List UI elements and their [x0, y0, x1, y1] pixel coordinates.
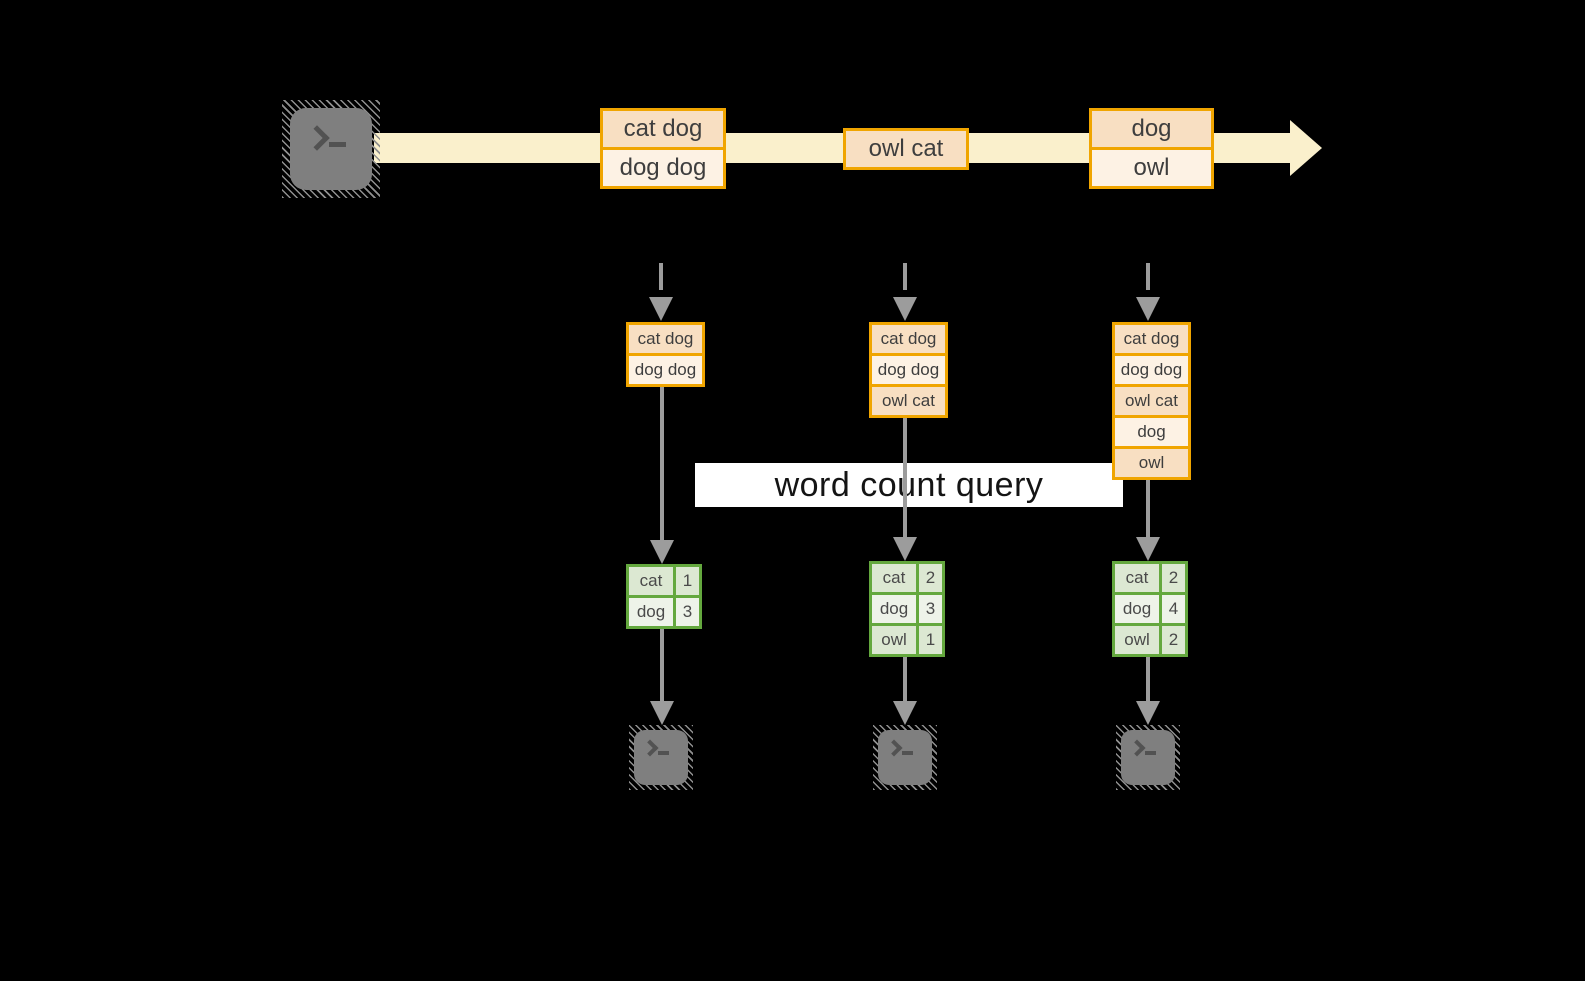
stream-window-stack: cat dog dog dog: [626, 322, 705, 387]
terminal-icon: [873, 725, 937, 790]
flow-line: [660, 629, 664, 702]
terminal-prompt-chevron-icon: [304, 125, 330, 152]
terminal-icon: [1116, 725, 1180, 790]
dashed-arrow-line: [903, 263, 907, 290]
arrow-down-icon: [893, 537, 917, 561]
count-word-cell: dog: [629, 598, 673, 626]
count-value-cell: 2: [1162, 564, 1185, 592]
stream-event-box: owl cat: [843, 128, 969, 170]
stream-event-line: owl: [1092, 147, 1211, 186]
window-line: cat dog: [629, 325, 702, 353]
stream-event-line: cat dog: [603, 111, 723, 147]
terminal-icon: [629, 725, 693, 790]
arrow-down-icon: [893, 297, 917, 321]
stream-window-stack: cat dog dog dog owl cat dog owl: [1112, 322, 1191, 480]
arrow-down-icon: [1136, 537, 1160, 561]
count-word-cell: dog: [872, 595, 916, 623]
stream-event-box: cat dog dog dog: [600, 108, 726, 189]
stream-window-stack: cat dog dog dog owl cat: [869, 322, 948, 418]
dashed-arrow-line: [659, 263, 663, 290]
terminal-prompt-chevron-icon: [641, 739, 659, 757]
arrow-down-icon: [650, 540, 674, 564]
terminal-prompt-chevron-icon: [1128, 739, 1146, 757]
count-value-cell: 2: [919, 564, 942, 592]
flow-line: [1146, 480, 1150, 537]
flow-line: [903, 418, 907, 537]
flow-line: [660, 387, 664, 540]
terminal-prompt-cursor-icon: [901, 750, 913, 755]
terminal-prompt-cursor-icon: [329, 142, 347, 148]
window-line: owl cat: [1115, 384, 1188, 415]
arrow-down-icon: [650, 701, 674, 725]
window-line: owl: [1115, 446, 1188, 477]
count-word-cell: dog: [1115, 595, 1159, 623]
terminal-prompt-cursor-icon: [657, 750, 669, 755]
count-word-cell: cat: [872, 564, 916, 592]
stream-event-box: dog owl: [1089, 108, 1214, 189]
count-value-cell: 4: [1162, 595, 1185, 623]
arrow-down-icon: [1136, 701, 1160, 725]
count-word-cell: owl: [1115, 626, 1159, 654]
dashed-arrow-line: [1146, 263, 1150, 290]
window-line: cat dog: [1115, 325, 1188, 353]
terminal-prompt-chevron-icon: [885, 739, 903, 757]
terminal-screen: [290, 108, 372, 190]
terminal-icon: [282, 100, 380, 198]
count-value-cell: 3: [676, 598, 699, 626]
arrow-down-icon: [1136, 297, 1160, 321]
count-word-cell: owl: [872, 626, 916, 654]
count-word-cell: cat: [1115, 564, 1159, 592]
stream-event-line: dog: [1092, 111, 1211, 147]
terminal-prompt-cursor-icon: [1144, 750, 1156, 755]
stream-event-line: owl cat: [846, 131, 966, 167]
window-line: cat dog: [872, 325, 945, 353]
arrow-down-icon: [649, 297, 673, 321]
query-label-banner: word count query: [695, 463, 1123, 507]
terminal-screen: [634, 730, 688, 785]
window-line: dog dog: [1115, 353, 1188, 384]
flow-line: [903, 657, 907, 702]
terminal-screen: [1121, 730, 1175, 785]
stream-event-line: dog dog: [603, 147, 723, 186]
arrow-down-icon: [893, 701, 917, 725]
stream-arrow-right-icon: [1290, 120, 1322, 176]
word-count-table: cat 2 dog 3 owl 1: [869, 561, 945, 657]
word-count-table: cat 1 dog 3: [626, 564, 702, 629]
window-line: dog: [1115, 415, 1188, 446]
window-line: dog dog: [872, 353, 945, 384]
count-value-cell: 1: [676, 567, 699, 595]
word-count-table: cat 2 dog 4 owl 2: [1112, 561, 1188, 657]
count-value-cell: 1: [919, 626, 942, 654]
window-line: dog dog: [629, 353, 702, 384]
count-value-cell: 3: [919, 595, 942, 623]
count-word-cell: cat: [629, 567, 673, 595]
flow-line: [1146, 657, 1150, 702]
window-line: owl cat: [872, 384, 945, 415]
terminal-screen: [878, 730, 932, 785]
count-value-cell: 2: [1162, 626, 1185, 654]
